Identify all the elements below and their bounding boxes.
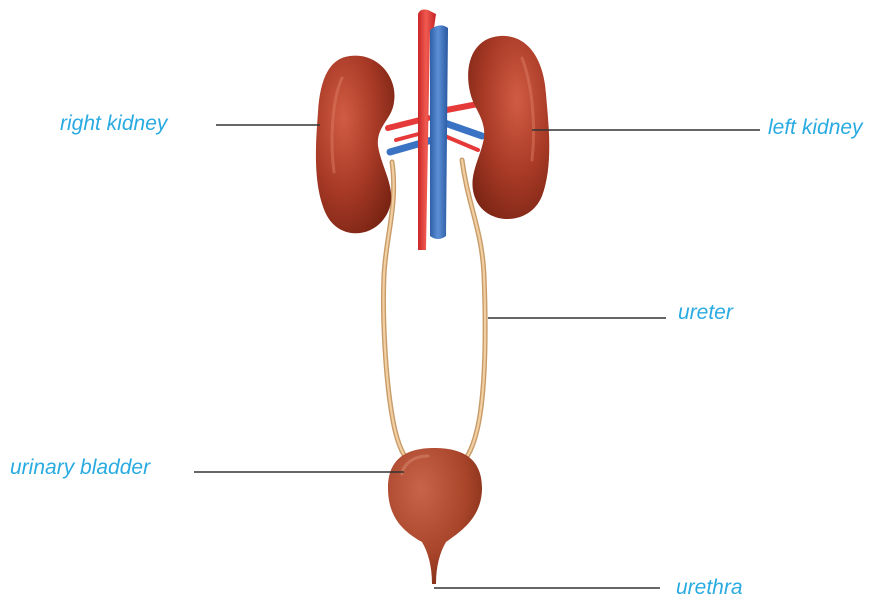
- label-ureter: ureter: [678, 301, 733, 325]
- label-right-kidney: right kidney: [60, 112, 167, 136]
- label-urethra: urethra: [676, 576, 743, 600]
- left-kidney: [468, 36, 549, 219]
- urinary-bladder: [388, 448, 482, 584]
- label-left-kidney: left kidney: [768, 116, 863, 140]
- label-urinary-bladder: urinary bladder: [10, 456, 150, 480]
- vena-cava: [430, 25, 448, 239]
- right-kidney: [316, 56, 395, 234]
